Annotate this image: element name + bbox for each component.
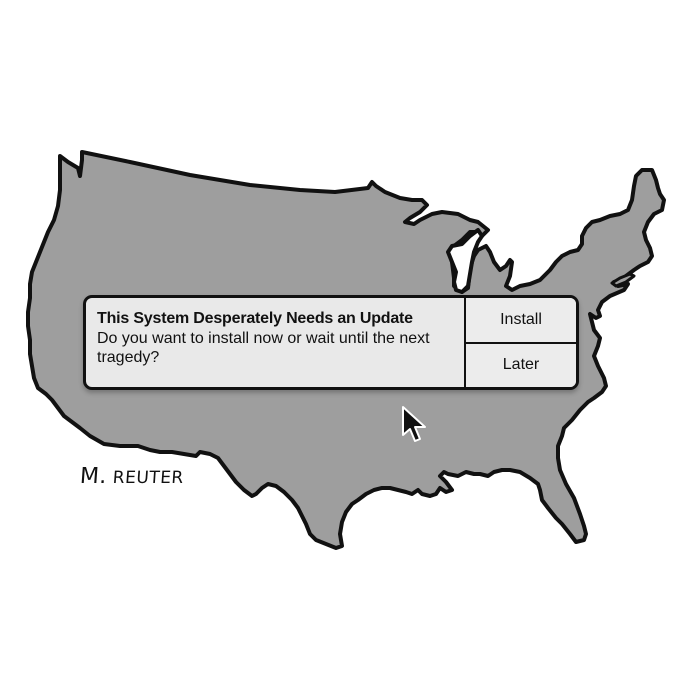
lake-michigan — [446, 228, 484, 294]
signature-name: Reuter — [112, 468, 185, 488]
long-island — [610, 272, 636, 288]
arrow-pointer-icon — [402, 406, 426, 442]
signature-initial: M. — [79, 464, 108, 489]
later-button[interactable]: Later — [466, 341, 576, 387]
dialog-text-area: This System Desperately Needs an Update … — [86, 298, 464, 387]
dialog-message: Do you want to install now or wait until… — [97, 330, 430, 366]
artist-signature: M. Reuter — [79, 464, 185, 489]
update-dialog: This System Desperately Needs an Update … — [83, 295, 579, 390]
dialog-button-group: Install Later — [464, 298, 576, 387]
install-button[interactable]: Install — [466, 298, 576, 342]
dialog-title: This System Desperately Needs an Update — [97, 310, 413, 327]
